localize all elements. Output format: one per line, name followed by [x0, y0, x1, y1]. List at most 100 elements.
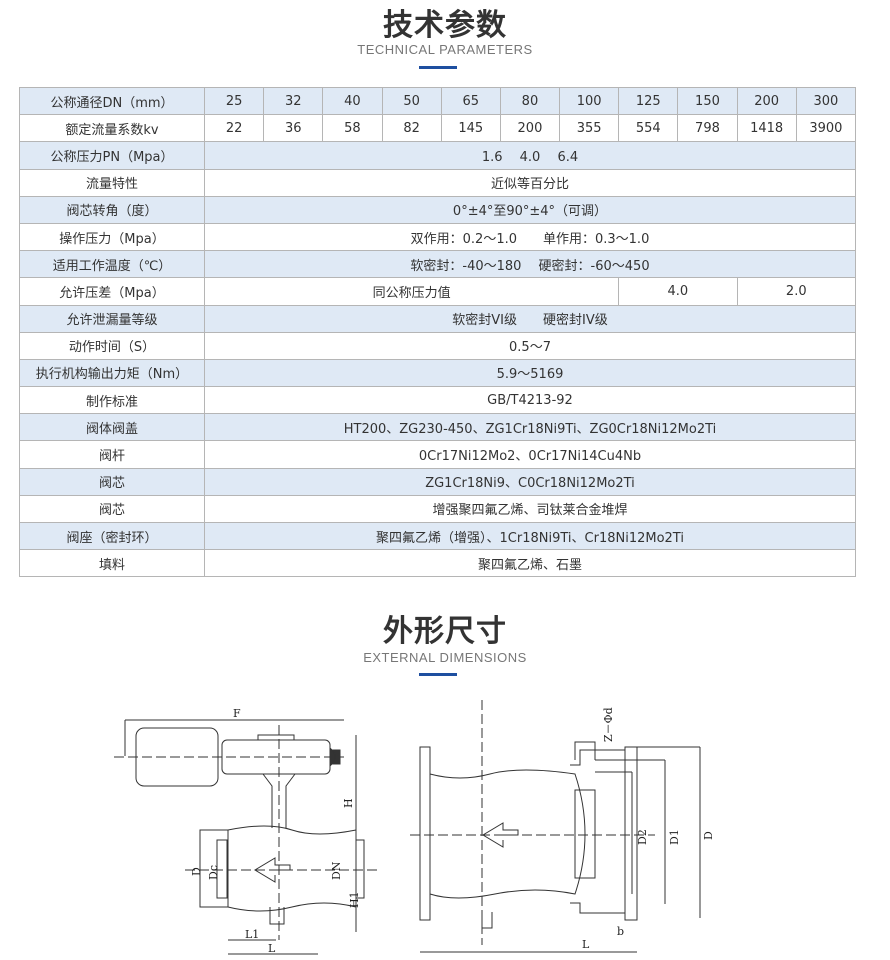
table-cell: 40 [322, 86, 383, 116]
table-cell: 4.0 [618, 277, 738, 306]
row-label: 操作压力（Mpa） [19, 222, 205, 252]
dim-label-H1: H1 [348, 891, 361, 908]
table-cell: 80 [499, 86, 561, 116]
table-cell: 近似等百分比 [204, 168, 856, 197]
row-label: 允许压差（Mpa） [19, 277, 205, 306]
table-cell: 65 [440, 86, 501, 116]
dim-label-DN: DN [330, 861, 343, 880]
table-row: 填料聚四氟乙烯、石墨 [19, 549, 856, 578]
dim-label-D2: D2 [636, 829, 649, 845]
dim-label-L1: L1 [245, 928, 259, 941]
table-cell: 0°±4°至90°±4°（可调） [204, 195, 856, 224]
row-label: 执行机构输出力矩（Nm） [19, 358, 205, 388]
table-cell: 软密封：-40～180 硬密封：-60～450 [204, 250, 856, 279]
table-cell: 32 [263, 86, 324, 116]
title-underline [419, 66, 457, 69]
dim-label-H: H [342, 798, 355, 808]
table-cell: 5.9～5169 [204, 358, 856, 388]
table-row: 公称压力PN（Mpa）1.6 4.0 6.4 [19, 141, 856, 170]
row-label: 公称压力PN（Mpa） [19, 141, 205, 170]
row-label: 阀杆 [19, 440, 205, 469]
row-label: 公称通径DN（mm） [19, 86, 205, 116]
table-cell: 增强聚四氟乙烯、司钛莱合金堆焊 [204, 494, 856, 524]
table-cell: GB/T4213-92 [204, 386, 856, 415]
table-cell: 1.6 4.0 6.4 [204, 141, 856, 170]
table-cell: 82 [381, 114, 442, 143]
table-cell: 双作用：0.2～1.0 单作用：0.3～1.0 [204, 222, 856, 252]
dim-label-D: D [702, 831, 715, 840]
table-cell: 200 [736, 86, 797, 116]
section-subtitle-technical: TECHNICAL PARAMETERS [357, 42, 533, 57]
table-cell: 100 [559, 86, 620, 116]
row-label: 允许泄漏量等级 [19, 304, 205, 333]
table-cell: 50 [381, 86, 442, 116]
table-row: 阀芯转角（度）0°±4°至90°±4°（可调） [19, 195, 856, 224]
dim-label-Z-phi-d: Z－Φd [602, 707, 615, 742]
table-cell: 22 [203, 114, 265, 143]
dim-label-L: L [268, 942, 276, 955]
table-cell: 聚四氟乙烯、石墨 [204, 549, 856, 578]
row-label: 流量特性 [19, 168, 205, 197]
section-title-dimensions: 外形尺寸 [383, 614, 507, 649]
table-cell: 1418 [736, 114, 797, 143]
row-label: 阀芯 [19, 494, 205, 524]
row-label: 动作时间（S） [19, 331, 205, 360]
table-row: 适用工作温度（℃）软密封：-40～180 硬密封：-60～450 [19, 250, 856, 279]
section-title-technical: 技术参数 [383, 8, 507, 43]
title-underline [419, 673, 457, 676]
dim-label-L: L [582, 938, 590, 951]
dim-label-F: F [233, 707, 241, 720]
row-label: 填料 [19, 549, 205, 578]
table-cell: 58 [322, 114, 383, 143]
side-view-drawing: F H H1 D Dc DN L1 L [114, 707, 380, 955]
row-label: 额定流量系数kv [19, 114, 205, 143]
table-cell: 软密封VI级 硬密封IV级 [204, 304, 856, 333]
table-cell: 3900 [795, 114, 857, 143]
dim-label-D1: D1 [668, 829, 681, 845]
table-cell: 0Cr17Ni12Mo2、0Cr17Ni14Cu4Nb [204, 440, 856, 469]
table-cell: 145 [440, 114, 501, 143]
dim-label-D: D [190, 867, 203, 876]
table-row: 流量特性近似等百分比 [19, 168, 856, 197]
table-cell: 2.0 [736, 277, 857, 306]
row-label: 阀芯转角（度） [19, 195, 205, 224]
row-label: 阀芯 [19, 467, 205, 496]
table-cell: HT200、ZG230-450、ZG1Cr18Ni9Ti、ZG0Cr18Ni12… [204, 413, 856, 442]
table-cell: 554 [618, 114, 679, 143]
table-cell: 25 [203, 86, 265, 116]
front-view-drawing: Z－Φd D2 D1 D b L [410, 700, 715, 953]
dimension-drawing: F H H1 D Dc DN L1 L Z－Φd D2 D1 D b L [114, 700, 715, 955]
table-row: 阀芯增强聚四氟乙烯、司钛莱合金堆焊 [19, 494, 856, 524]
table-row: 操作压力（Mpa）双作用：0.2～1.0 单作用：0.3～1.0 [19, 222, 856, 252]
table-row: 阀座（密封环）聚四氟乙烯（增强）、1Cr18Ni9Ti、Cr18Ni12Mo2T… [19, 521, 856, 551]
table-cell: 798 [677, 114, 738, 143]
table-cell: 0.5～7 [204, 331, 856, 360]
dim-label-b: b [617, 925, 624, 938]
row-label: 阀体阀盖 [19, 413, 205, 442]
dim-label-Dc: Dc [207, 865, 220, 880]
table-cell: ZG1Cr18Ni9、C0Cr18Ni12Mo2Ti [204, 467, 856, 496]
table-row: 允许泄漏量等级软密封VI级 硬密封IV级 [19, 304, 856, 333]
table-cell: 200 [499, 114, 561, 143]
table-row: 执行机构输出力矩（Nm）5.9～5169 [19, 358, 856, 388]
table-cell: 300 [795, 86, 857, 116]
table-cell: 355 [559, 114, 620, 143]
section-subtitle-dimensions: EXTERNAL DIMENSIONS [363, 650, 527, 665]
table-cell: 聚四氟乙烯（增强）、1Cr18Ni9Ti、Cr18Ni12Mo2Ti [204, 521, 856, 551]
row-label: 阀座（密封环） [19, 521, 205, 551]
table-cell: 36 [263, 114, 324, 143]
table-cell: 125 [618, 86, 679, 116]
row-label: 制作标准 [19, 386, 205, 415]
table-row: 动作时间（S）0.5～7 [19, 331, 856, 360]
row-label: 适用工作温度（℃） [19, 250, 205, 279]
table-cell: 150 [677, 86, 738, 116]
table-cell: 同公称压力值 [203, 277, 620, 306]
